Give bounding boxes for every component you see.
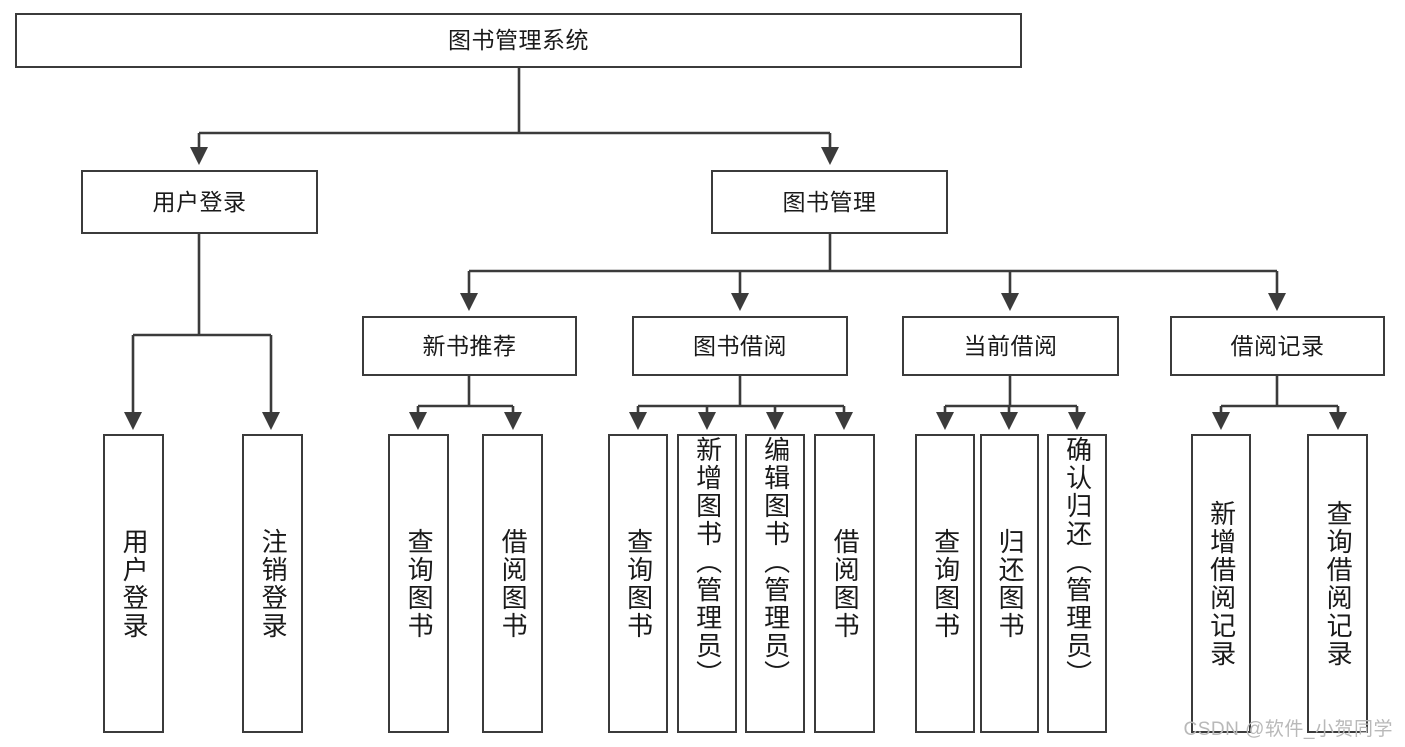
node-label: 查询图书 [404,527,435,640]
node-borrow-records[interactable]: 借阅记录 [1170,316,1385,376]
leaf-query-book-borrow[interactable]: 查询图书 [608,434,668,733]
node-label: 归还图书 [995,527,1026,640]
leaf-user-login[interactable]: 用户登录 [103,434,164,733]
leaf-query-book-recommend[interactable]: 查询图书 [388,434,449,733]
leaf-add-borrow-record[interactable]: 新增借阅记录 [1191,434,1251,733]
node-label: 查询图书 [623,527,654,640]
node-book-borrow[interactable]: 图书借阅 [632,316,848,376]
leaf-edit-book-admin[interactable]: 编辑图书（管理员） [745,434,805,733]
node-label: 查询图书 [930,527,961,640]
csdn-watermark: CSDN @软件_小贺同学 [1183,719,1393,740]
node-label: 新增图书（管理员） [692,436,723,688]
node-label: 图书管理 [782,188,877,215]
node-label: 新书推荐 [422,332,517,359]
node-label: 注销登录 [258,527,289,640]
leaf-return-book[interactable]: 归还图书 [980,434,1039,733]
node-label: 编辑图书（管理员） [760,436,791,688]
leaf-confirm-return-admin[interactable]: 确认归还（管理员） [1047,434,1107,733]
node-user-login[interactable]: 用户登录 [81,170,318,234]
node-label: 确认归还（管理员） [1062,436,1093,688]
node-label: 图书管理系统 [448,27,589,54]
leaf-borrow-book-recommend[interactable]: 借阅图书 [482,434,543,733]
node-label: 用户登录 [119,527,150,640]
leaf-add-book-admin[interactable]: 新增图书（管理员） [677,434,737,733]
node-label: 查询借阅记录 [1323,499,1354,668]
node-label: 图书借阅 [693,332,787,359]
node-root-book-management-system[interactable]: 图书管理系统 [15,13,1022,68]
leaf-query-book-current[interactable]: 查询图书 [915,434,975,733]
node-label: 借阅记录 [1230,332,1325,359]
node-label: 借阅图书 [830,527,861,640]
leaf-logout[interactable]: 注销登录 [242,434,303,733]
node-label: 当前借阅 [963,332,1058,359]
leaf-query-borrow-record[interactable]: 查询借阅记录 [1307,434,1368,733]
node-label: 用户登录 [152,188,247,215]
node-label: 借阅图书 [498,527,529,640]
node-label: 新增借阅记录 [1206,499,1237,668]
leaf-borrow-book[interactable]: 借阅图书 [814,434,875,733]
node-current-borrow[interactable]: 当前借阅 [902,316,1119,376]
node-new-book-recommend[interactable]: 新书推荐 [362,316,577,376]
node-book-management[interactable]: 图书管理 [711,170,948,234]
